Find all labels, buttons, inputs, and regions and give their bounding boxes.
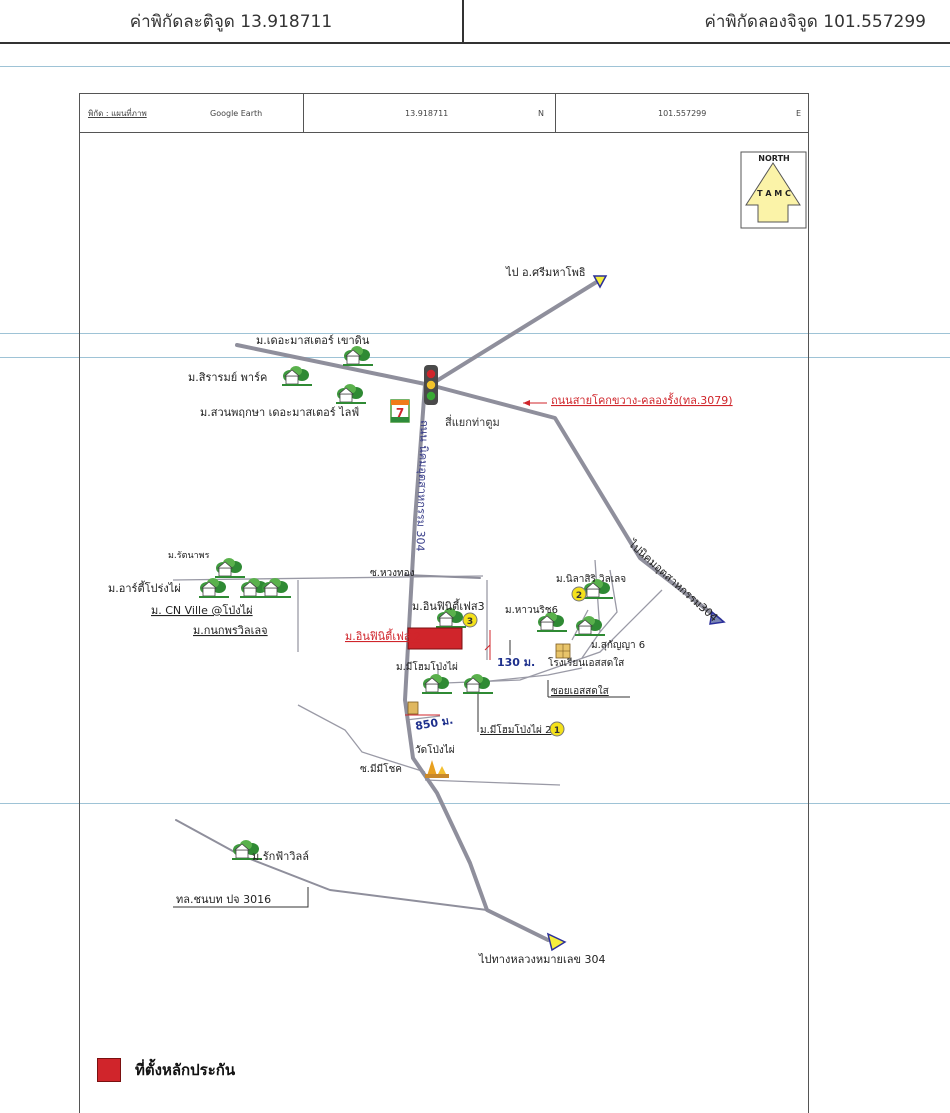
label-to-industrial-304: ไปนิคมอุตสาหกรรม304 bbox=[625, 537, 720, 624]
collateral-location-marker bbox=[407, 627, 463, 650]
north-arrow-icon: NORTH T A M C bbox=[740, 151, 807, 229]
label-havanarich-6: ม.หาวนริช6 bbox=[505, 605, 558, 616]
village-tree-icon bbox=[260, 577, 292, 599]
building-icon bbox=[407, 701, 419, 715]
label-soi-mee-chok: ซ.มีมีโชค bbox=[360, 762, 402, 775]
label-to-sri-maha-phot: ไป อ.ศรีมหาโพธิ bbox=[505, 265, 586, 279]
label-tha-tum-junction: สี่แยกท่าตูม bbox=[445, 414, 500, 429]
village-tree-icon bbox=[421, 673, 453, 695]
label-nikhom-road: ถนน นิคมอุตสาหกรรม 304 bbox=[413, 420, 431, 552]
map-latitude-dir: N bbox=[538, 108, 544, 118]
village-tree-icon bbox=[281, 365, 313, 387]
marker-2-icon: 2 bbox=[571, 586, 587, 602]
svg-text:2: 2 bbox=[576, 591, 582, 601]
marker-3-icon: 3 bbox=[462, 612, 478, 628]
label-cn-ville: ม. CN Ville @โป่งไผ่ bbox=[151, 603, 253, 617]
village-tree-icon bbox=[574, 615, 606, 637]
divider bbox=[303, 94, 304, 132]
scan-guide-line bbox=[0, 333, 950, 334]
traffic-light-icon bbox=[424, 365, 438, 405]
source-name: Google Earth bbox=[210, 108, 263, 118]
map-labels: ไป อ.ศรีมหาโพธิ ม.เดอะมาสเตอร์ เขาดิน ม.… bbox=[108, 265, 733, 966]
village-icons bbox=[198, 345, 614, 861]
road-arrows bbox=[546, 275, 726, 952]
map-longitude: 101.557299 bbox=[658, 108, 707, 118]
village-tree-icon bbox=[198, 577, 230, 599]
map-frame: พิกัด : แผนที่ภาพ Google Earth 13.918711… bbox=[79, 93, 809, 1113]
label-soi-wangthong: ซ.หวงทอง bbox=[370, 568, 415, 579]
label-mee-home: ม.มีโฮมโป่งไผ่ bbox=[396, 660, 458, 673]
label-soi-es: ซอยเอสสดใส bbox=[551, 685, 609, 697]
label-road-3079: ถนนสายโคกขวาง-คลองรั้ง(ทล.3079) bbox=[551, 392, 733, 407]
legend-swatch bbox=[97, 1058, 121, 1082]
callout-lines bbox=[173, 400, 630, 908]
latitude-label: ค่าพิกัดละติจูด 13.918711 bbox=[0, 0, 464, 42]
divider bbox=[555, 94, 556, 132]
village-tree-icon bbox=[214, 557, 246, 579]
north-badge-letters: T A M C bbox=[757, 189, 791, 198]
label-suan-pruksa: ม.สวนพฤกษา เดอะมาสเตอร์ ไลฟ์ bbox=[200, 406, 359, 419]
svg-text:3: 3 bbox=[467, 617, 473, 627]
village-tree-icon bbox=[335, 383, 367, 405]
store-badge-text: 7 bbox=[396, 406, 404, 420]
village-tree-icon bbox=[342, 345, 374, 367]
label-nilasiri: ม.นิลาสิริ วิลเลจ bbox=[556, 574, 626, 585]
north-badge-title: NORTH bbox=[758, 154, 789, 163]
coordinate-header: ค่าพิกัดละติจูด 13.918711 ค่าพิกัดลองจิจ… bbox=[0, 0, 950, 44]
scan-guide-line bbox=[0, 66, 950, 67]
label-arty-pongphai: ม.อาร์ตี้โปร่งไผ่ bbox=[108, 580, 181, 595]
longitude-label: ค่าพิกัดลองจิจูด 101.557299 bbox=[704, 11, 927, 32]
label-inphinity-2: ม.อินฟินิตี้เฟส 2 bbox=[345, 628, 421, 643]
source-label: พิกัด : แผนที่ภาพ bbox=[88, 108, 147, 118]
legend-text: ที่ตั้งหลักประกัน bbox=[135, 1061, 236, 1079]
label-dist-130: 130 ม. bbox=[497, 656, 535, 669]
map-longitude-dir: E bbox=[796, 108, 802, 118]
label-rak-fa-ville: ม.รักฟ้าวิลล์ bbox=[252, 850, 309, 863]
scan-guide-line bbox=[0, 803, 950, 804]
label-dist-850: 850 ม. bbox=[414, 714, 454, 733]
village-tree-icon bbox=[462, 673, 494, 695]
label-sukanya-6: ม.สุกัญญา 6 bbox=[591, 640, 645, 651]
label-the-master-khaodin: ม.เดอะมาสเตอร์ เขาดิน bbox=[256, 334, 370, 347]
convenience-store-icon: 7 bbox=[390, 399, 410, 423]
svg-text:1: 1 bbox=[554, 726, 560, 736]
map-info-row: พิกัด : แผนที่ภาพ Google Earth 13.918711… bbox=[80, 94, 808, 133]
label-to-highway-304: ไปทางหลวงหมายเลข 304 bbox=[478, 953, 606, 966]
map-latitude: 13.918711 bbox=[405, 108, 449, 118]
label-kanokporn-ville: ม.กนกพรวิลเลจ bbox=[193, 624, 268, 637]
label-wat-pongphai: วัดโป่งไผ่ bbox=[415, 743, 455, 756]
label-inphinity-3: ม.อินฟินิตี้เฟส3 bbox=[412, 598, 485, 613]
school-icon bbox=[555, 643, 571, 659]
label-mee-home-2: ม.มีโฮมโป่งไผ่ 2 bbox=[480, 723, 551, 736]
marker-1-icon: 1 bbox=[549, 721, 565, 737]
label-school-es: โรงเรียนเอสสดใส bbox=[548, 656, 624, 669]
map-legend: ที่ตั้งหลักประกัน bbox=[97, 1058, 235, 1082]
label-road-3016: ทล.ชนบท ปจ 3016 bbox=[176, 893, 271, 906]
label-rattanaphon: ม.รัตนาพร bbox=[168, 551, 210, 561]
label-sirarom-park: ม.สิรารมย์ พาร์ค bbox=[188, 371, 267, 384]
temple-icon bbox=[425, 760, 449, 778]
